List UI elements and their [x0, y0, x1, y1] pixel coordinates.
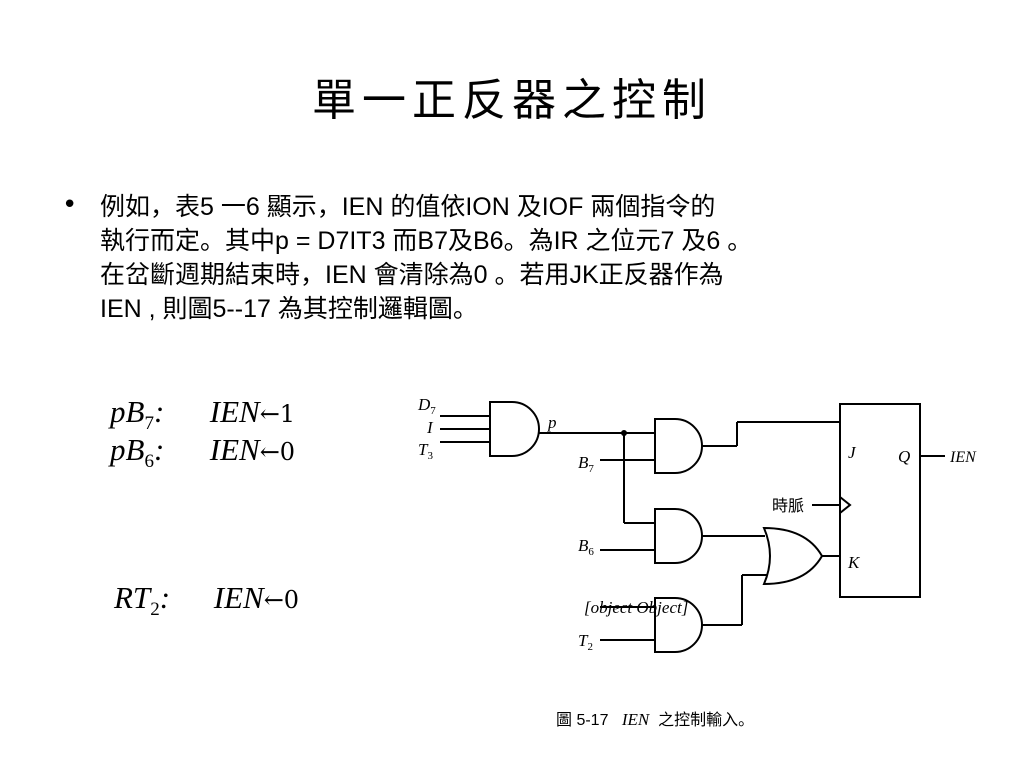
- statement-condition-sub: 7: [144, 413, 154, 435]
- bullet-point: •: [62, 190, 78, 220]
- and-gate-j: [654, 418, 703, 474]
- statement-condition: pB: [110, 394, 145, 429]
- caption-prefix: 圖 5-17: [556, 712, 609, 729]
- caption-ien: IEN: [621, 710, 650, 729]
- and-gate-p: [489, 401, 540, 457]
- label-b6: B6: [578, 536, 594, 558]
- statement-condition-sub: 6: [144, 451, 154, 473]
- assign-arrow: ←: [259, 400, 280, 428]
- slide-title: 單一正反器之控制: [312, 75, 712, 126]
- and-gate-k2: [654, 597, 703, 653]
- statement-condition-sub: 2: [150, 599, 160, 621]
- caption-suffix: 之控制輸入。: [658, 712, 755, 729]
- label-k: K: [847, 553, 861, 572]
- label-p: p: [547, 413, 557, 432]
- label-j: J: [848, 443, 857, 462]
- statement-rhs: 0: [283, 586, 300, 614]
- statement-condition: RT: [114, 580, 151, 615]
- assign-arrow: ←: [259, 438, 280, 466]
- label-i: I: [426, 418, 434, 437]
- body-line-4: IEN , 則圖5--17 為其控制邏輯圖。: [100, 295, 478, 323]
- label-r: [object Object]: [584, 598, 688, 617]
- statement-2: pB6: IEN←0: [110, 432, 296, 473]
- label-clock: 時脈: [772, 496, 804, 515]
- label-d7: D7: [417, 395, 436, 417]
- figure-caption: 圖 5-17 IEN 之控制輸入。: [556, 706, 754, 730]
- statement-rhs: 0: [279, 438, 296, 466]
- and-gate-k1: [654, 508, 703, 564]
- or-gate-k: [762, 526, 824, 586]
- body-line-3: 在岔斷週期結束時，IEN 會清除為0 。若用JK正反器作為: [100, 261, 724, 289]
- jk-flip-flop: [839, 403, 921, 598]
- statement-lhs: IEN: [213, 580, 264, 615]
- statement-3: RT2: IEN←0: [114, 580, 300, 621]
- statement-condition: pB: [110, 432, 145, 467]
- statement-1: pB7: IEN←1: [110, 394, 296, 435]
- statement-lhs: IEN: [209, 394, 260, 429]
- bullet-text: 例如，表5 一6 顯示，IEN 的值依ION 及IOF 兩個指令的 執行而定。其…: [100, 190, 1000, 326]
- statement-lhs: IEN: [209, 432, 260, 467]
- label-ien-output: IEN: [949, 449, 977, 466]
- body-line-2: 執行而定。其中p = D7IT3 而B7及B6。為IR 之位元7 及6 。: [100, 227, 753, 255]
- label-t3: T3: [418, 440, 433, 462]
- label-q: Q: [898, 447, 910, 466]
- body-line-1: 例如，表5 一6 顯示，IEN 的值依ION 及IOF 兩個指令的: [100, 193, 716, 221]
- label-b7: B7: [578, 453, 594, 475]
- clock-triangle: [839, 496, 852, 514]
- label-t2: T2: [578, 631, 593, 653]
- assign-arrow: ←: [263, 586, 284, 614]
- statement-rhs: 1: [279, 400, 296, 428]
